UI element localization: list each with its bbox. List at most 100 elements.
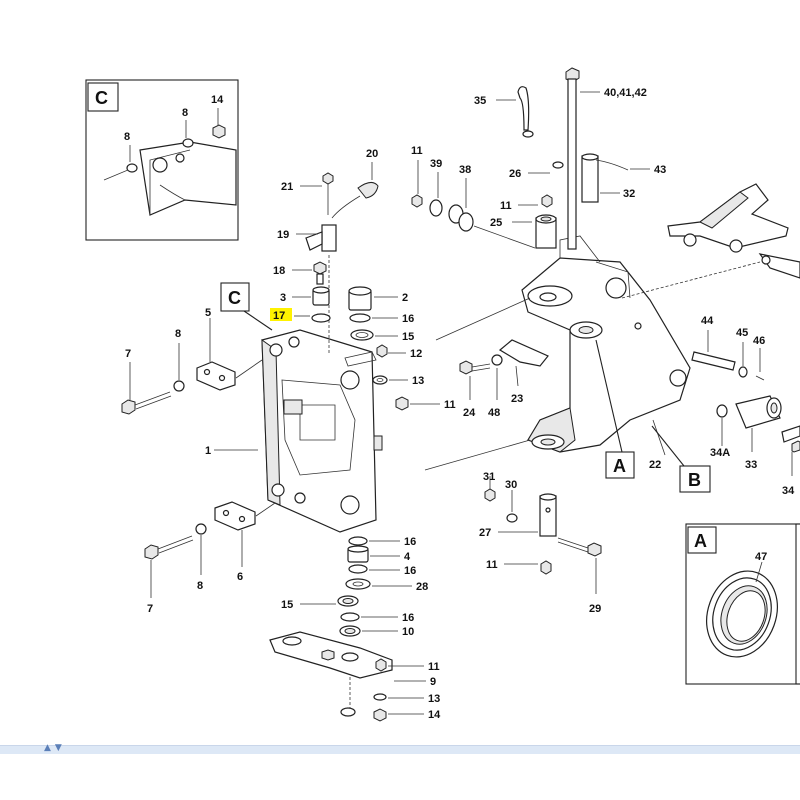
callout-9: 9: [430, 676, 436, 688]
callout-44: 44: [701, 315, 714, 327]
callout-13: 13: [412, 375, 424, 387]
callout-43: 43: [654, 164, 666, 176]
callout-6: 6: [237, 571, 243, 583]
callout-23: 23: [511, 393, 523, 405]
callout-20: 20: [366, 148, 378, 160]
washer-part-34a: 34A: [710, 404, 730, 459]
washer-part-30: 30: [505, 479, 518, 523]
callout-28: 28: [416, 581, 428, 593]
bolt-part-34: 34: [781, 425, 800, 497]
bushing-part-33: 33: [735, 395, 782, 471]
scroll-arrows-icon[interactable]: ▲▼: [44, 743, 66, 753]
callout-8: 8: [175, 328, 181, 340]
o-ring-part-16-upper: 16: [349, 313, 414, 325]
detail-view-a: A 47: [685, 523, 800, 685]
callout-1: 1: [205, 445, 211, 457]
nipple-part-11-upper: 11: [500, 194, 553, 212]
washer-part-8-upper: 8: [173, 328, 185, 392]
callout-15: 15: [281, 599, 293, 611]
callout-48: 48: [488, 407, 500, 419]
detail-c-letter-box: [87, 82, 119, 112]
bolt-part-7-lower: 7: [144, 535, 194, 615]
nut-part-14-lower: 14: [340, 707, 441, 722]
seal-part-15-upper: 15: [350, 329, 414, 343]
washer-part-26: 26: [509, 161, 564, 180]
lock-pin-part-20: 20: [331, 148, 379, 219]
bracket-part-5: 5: [196, 307, 263, 391]
callout-21: 21: [281, 181, 293, 193]
view-a-marker: A: [595, 339, 635, 479]
callout-19: 19: [277, 229, 289, 241]
nipple-part-11-link: 11: [375, 658, 440, 673]
callout-16: 16: [404, 565, 416, 577]
exploded-parts-diagram: C 8 14 8 1: [85, 67, 800, 722]
svg-text:C: C: [228, 288, 241, 308]
detail-c-letter: C: [95, 88, 108, 108]
washer-part-45: 45: [736, 327, 748, 378]
o-ring-part-39: 39: [429, 158, 443, 217]
callout-16: 16: [402, 612, 414, 624]
pin-part-32: 32: [581, 153, 635, 203]
callout-7: 7: [125, 348, 131, 360]
washer-part-48: 48: [488, 354, 503, 419]
callout-15: 15: [402, 331, 414, 343]
svg-text:B: B: [688, 470, 701, 490]
callout-14: 14: [211, 94, 224, 106]
callout-32: 32: [623, 188, 635, 200]
callout-30: 30: [505, 479, 517, 491]
callout-33: 33: [745, 459, 757, 471]
bolt-part-7-upper: 7: [121, 348, 172, 415]
callout-14: 14: [428, 709, 441, 721]
lever-link-assembly: [621, 183, 800, 299]
callout-11: 11: [444, 399, 456, 411]
callout-40-41-42: 40,41,42: [604, 87, 647, 99]
link-plate-part-9: 9: [269, 631, 436, 688]
viewer-footer: ▲▼: [0, 743, 800, 800]
nipple-part-11-lower: 11: [486, 559, 552, 575]
callout-27: 27: [479, 527, 491, 539]
callout-10: 10: [402, 626, 414, 638]
callout-16: 16: [402, 313, 414, 325]
nipple-part-11-top: 11: [411, 145, 423, 208]
callout-17-highlighted: 17: [273, 310, 285, 322]
detail-c-nut: [212, 124, 226, 139]
callout-11: 11: [500, 200, 512, 212]
callout-47: 47: [755, 551, 767, 563]
detail-c-bracket: [139, 141, 237, 216]
callout-22: 22: [649, 459, 661, 471]
seal-part-15-lower: 15: [281, 595, 359, 611]
bolt-part-18: 18: [273, 261, 327, 285]
callout-24: 24: [463, 407, 476, 419]
callout-35: 35: [474, 95, 486, 107]
callout-26: 26: [509, 168, 521, 180]
footer-bar: [0, 745, 800, 754]
o-ring-part-16-lower-b: 16: [348, 564, 416, 577]
washer-part-13-lower: 13: [373, 693, 440, 705]
callout-31: 31: [483, 471, 495, 483]
seal-part-38: 38: [448, 164, 474, 232]
boom-bracket-part-22: 22: [424, 235, 691, 471]
callout-11: 11: [411, 145, 423, 157]
bearing-part-10: 10: [339, 625, 414, 638]
bolt-part-21: 21: [281, 172, 334, 215]
o-ring-part-17: 17: [270, 308, 331, 323]
callout-2: 2: [402, 292, 408, 304]
o-ring-part-16-lower-a: 16: [348, 536, 416, 548]
pin-part-19: 19: [277, 224, 337, 252]
pin-part-46: 46: [753, 335, 765, 381]
callout-7: 7: [147, 603, 153, 615]
svg-text:A: A: [694, 531, 707, 551]
callout-8: 8: [197, 580, 203, 592]
seal-part-47: 47: [706, 551, 778, 658]
callout-11: 11: [486, 559, 498, 571]
callout-12: 12: [410, 348, 422, 360]
lock-part-43: 43: [595, 159, 666, 176]
callout-34: 34: [782, 485, 795, 497]
clamp-part-23: 23: [498, 339, 549, 405]
nut-part-31: 31: [483, 471, 496, 502]
bushing-part-2: 2: [348, 286, 408, 311]
svg-text:A: A: [613, 456, 626, 476]
bushing-part-25: 25: [490, 214, 557, 249]
nipple-part-11-frame: 11: [395, 396, 456, 411]
washer-part-13-upper: 13: [372, 375, 424, 387]
